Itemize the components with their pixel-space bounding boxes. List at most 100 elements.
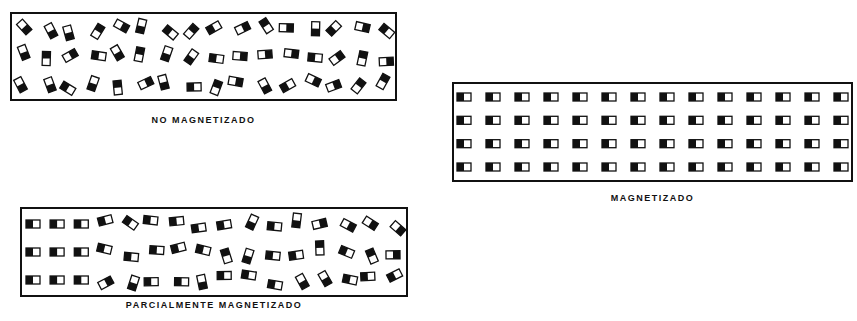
magnet-domain — [361, 272, 375, 281]
magnet-domain — [91, 51, 106, 61]
magnet-domain — [660, 116, 674, 124]
magnet-domain — [235, 22, 251, 35]
magnet-domain — [311, 22, 319, 36]
magnet-domain — [602, 116, 616, 124]
magnet-domain — [26, 220, 40, 228]
magnet-domain — [631, 140, 645, 148]
magnet-domain — [340, 219, 356, 233]
magnet-domain — [660, 140, 674, 148]
magnet-domain — [357, 51, 368, 66]
magnet-domain — [342, 274, 357, 285]
magnet-domain — [187, 83, 201, 91]
magnet-domain — [376, 73, 390, 89]
magnet-domain — [386, 251, 400, 259]
magnet-domain — [631, 116, 645, 124]
magnet-domain — [689, 116, 703, 124]
magnet-domain — [197, 274, 208, 289]
magnet-domain — [351, 78, 366, 94]
magnet-domain — [44, 23, 58, 39]
magnet-domain — [209, 54, 224, 64]
magnet-domain — [457, 163, 471, 171]
magnet-domain — [74, 248, 88, 256]
magnet-domain — [776, 93, 790, 101]
magnet-domain — [339, 246, 355, 259]
magnet-domain — [747, 116, 761, 124]
magnet-domain — [124, 252, 139, 261]
magnet-domain — [573, 93, 587, 101]
magnet-domain — [114, 19, 130, 33]
magnet-domain — [689, 163, 703, 171]
magnet-domain — [134, 47, 145, 62]
magnet-domain — [544, 116, 558, 124]
magnet-domain — [44, 77, 56, 93]
magnet-domain — [834, 140, 848, 148]
magnet-domain — [834, 93, 848, 101]
magnet-domain — [312, 218, 327, 229]
magnet-domain — [175, 278, 189, 286]
bar-outline — [20, 207, 408, 297]
magnet-domain — [602, 163, 616, 171]
state-caption: MAGNETIZADO — [609, 193, 697, 203]
magnet-domain — [689, 140, 703, 148]
magnet-domain — [805, 140, 819, 148]
magnet-domain — [98, 276, 114, 290]
magnet-domain — [97, 243, 112, 254]
magnet-domain — [210, 80, 222, 96]
magnet-domain — [805, 163, 819, 171]
magnet-domain — [50, 220, 64, 228]
magnet-domain — [718, 140, 732, 148]
magnet-domain — [233, 52, 248, 61]
magnet-domain — [544, 163, 558, 171]
magnet-domain — [110, 45, 124, 61]
magnet-domain — [169, 217, 184, 226]
magnet-domain — [329, 51, 345, 66]
magnet-domain — [136, 18, 147, 33]
magnet-domain — [660, 163, 674, 171]
magnet-domain — [689, 93, 703, 101]
magnet-domain — [776, 116, 790, 124]
magnet-domain — [138, 77, 154, 90]
magnet-domain — [42, 51, 50, 65]
magnet-domain — [97, 215, 113, 226]
magnet-domain — [457, 140, 471, 148]
magnet-domain — [379, 57, 393, 66]
magnet-domain — [63, 25, 74, 41]
magnet-domain — [292, 213, 302, 228]
magnet-domain — [316, 241, 324, 255]
magnet-domain — [573, 140, 587, 148]
magnet-domain — [326, 80, 342, 92]
magnet-domain — [631, 93, 645, 101]
magnet-domain — [228, 76, 243, 86]
magnet-domain — [184, 49, 199, 65]
magnet-domain — [158, 74, 169, 90]
magnet-domain — [387, 269, 403, 282]
magnet-domain — [660, 93, 674, 101]
magnet-domain — [457, 93, 471, 101]
magnet-domain — [144, 278, 158, 286]
magnet-domain — [747, 163, 761, 171]
magnet-domain — [258, 78, 272, 94]
magnet-domain — [217, 271, 231, 279]
magnet-domain — [365, 248, 378, 264]
magnet-domain — [150, 246, 164, 255]
magnet-domain — [544, 93, 558, 101]
magnet-domain — [805, 93, 819, 101]
magnet-domain — [805, 116, 819, 124]
magnet-domain — [515, 140, 529, 148]
magnet-domain — [62, 49, 78, 63]
magnet-domain — [113, 80, 122, 95]
magnet-domain — [91, 23, 105, 39]
magnet-domain — [486, 163, 500, 171]
material-bar: MAGNETIZADO — [452, 82, 853, 209]
state-caption: PARCIALMENTE MAGNETIZADO — [124, 300, 304, 310]
magnet-domain — [195, 244, 210, 255]
magnet-domain — [602, 93, 616, 101]
magnet-domain — [206, 21, 222, 35]
magnet-domain — [267, 280, 282, 290]
magnet-domain — [515, 93, 529, 101]
magnet-domain — [50, 248, 64, 256]
magnet-domain — [457, 116, 471, 124]
magnet-domain — [284, 49, 299, 59]
magnet-domain — [258, 50, 273, 59]
